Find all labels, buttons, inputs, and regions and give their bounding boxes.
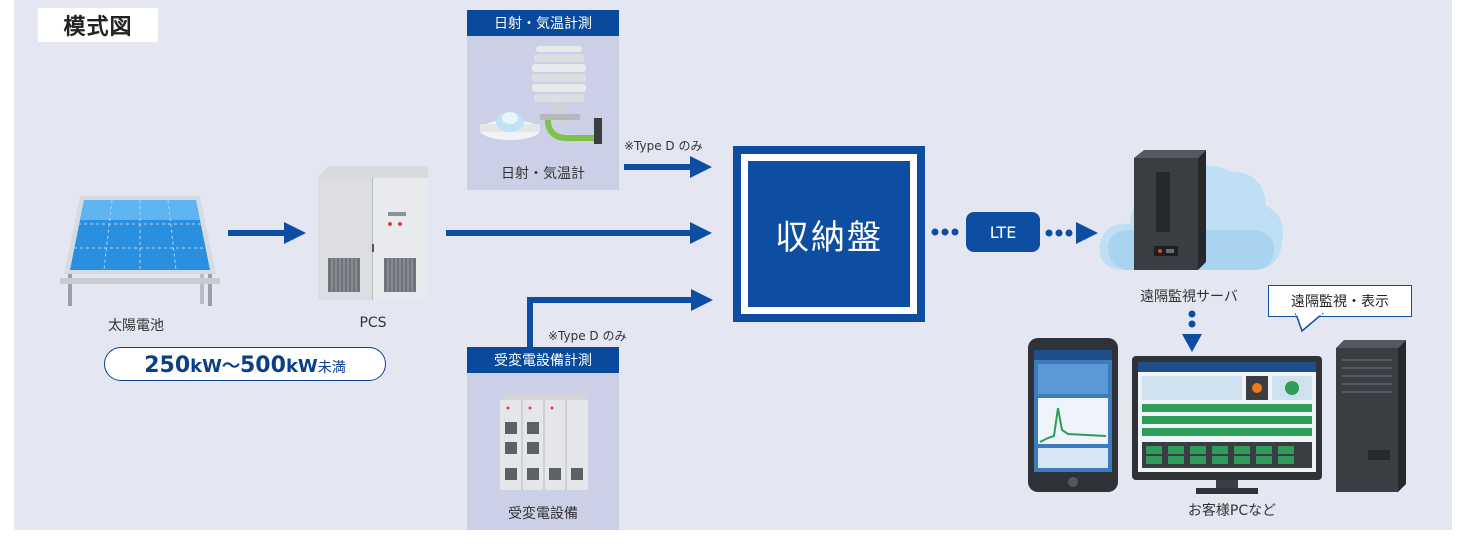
arrow-server-to-client [1182, 310, 1202, 352]
client-pc-label: お客様PCなど [1187, 503, 1277, 519]
lte-badge: LTE [966, 212, 1040, 252]
arrow-substation-to-storage [527, 289, 713, 348]
callout-tail [1294, 312, 1325, 333]
tower-pc-icon [1336, 340, 1406, 492]
capacity-max-unit: kW [285, 356, 318, 377]
storage-panel: 収納盤 [748, 161, 910, 307]
monitor-icon [1132, 356, 1322, 494]
solar-panel-label: 太陽電池 [108, 318, 164, 334]
capacity-min-value: 250 [144, 353, 191, 378]
arrow-pcs-to-storage [446, 222, 712, 244]
weather-sensor-icon [480, 46, 602, 144]
capacity-badge: 250 kW 〜 500 kW 未満 [104, 347, 386, 381]
capacity-separator: 〜 [222, 356, 240, 377]
capacity-suffix: 未満 [317, 360, 346, 376]
dotted-link-right [1045, 222, 1098, 244]
server-label: 遠隔監視サーバ [1140, 289, 1238, 305]
note-type-d-top: ※Type D のみ [624, 139, 703, 153]
weather-sensor-label: 日射・気温計 [501, 166, 585, 182]
pcs-icon [318, 166, 428, 300]
pcs-label: PCS [359, 315, 387, 331]
capacity-max-value: 500 [240, 353, 286, 378]
substation-panel-header: 受変電設備計測 [467, 347, 619, 373]
substation-equipment-icon [500, 394, 588, 490]
diagram-title: 模式図 [38, 8, 158, 42]
solar-panel-icon [60, 196, 220, 306]
weather-panel-header: 日射・気温計測 [467, 10, 619, 36]
tablet-icon [1028, 338, 1118, 492]
note-type-d-bottom: ※Type D のみ [548, 329, 627, 343]
dotted-link-left [931, 228, 959, 236]
capacity-min-unit: kW [190, 356, 222, 377]
arrow-solar-to-pcs [228, 222, 306, 244]
substation-label: 受変電設備 [508, 506, 578, 522]
cloud-server-icon [1099, 150, 1284, 270]
remote-monitoring-callout: 遠隔監視・表示 [1268, 285, 1412, 317]
arrow-weather-to-storage [624, 156, 712, 178]
